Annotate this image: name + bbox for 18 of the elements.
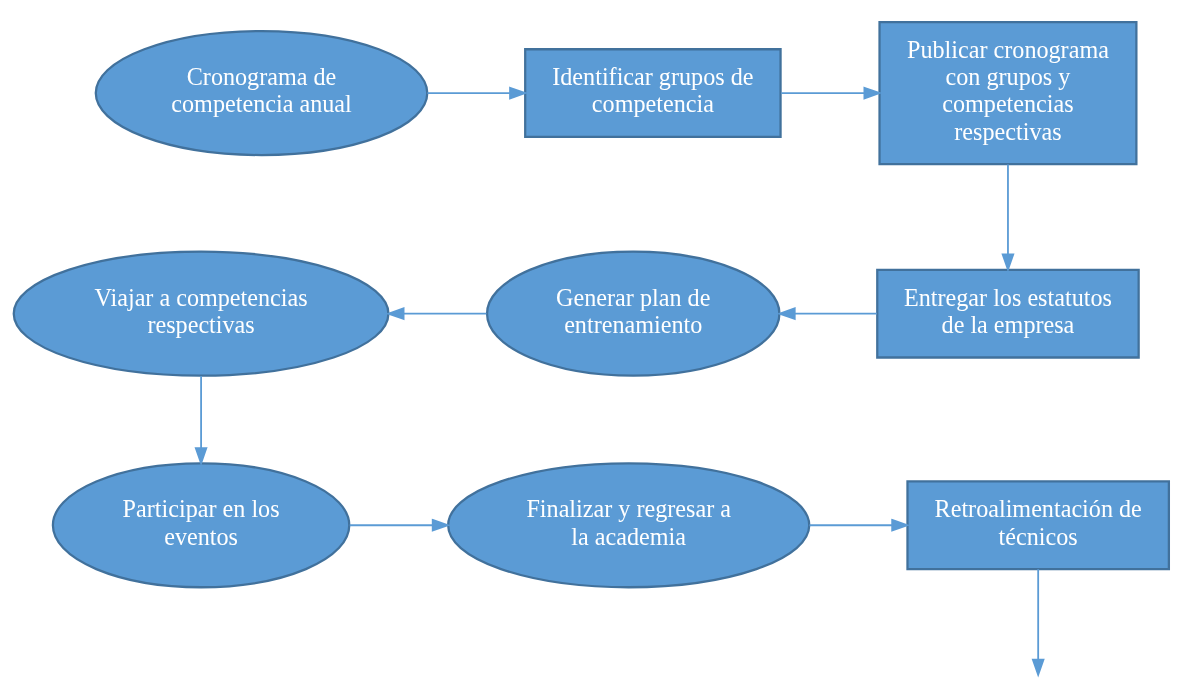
arrow	[808, 518, 911, 532]
node-box: Identificar grupos de competencia	[524, 48, 782, 138]
node-ellipse: Participar en los eventos	[51, 462, 351, 589]
arrow	[776, 307, 878, 321]
arrow	[1001, 163, 1015, 273]
arrow	[194, 375, 208, 466]
node-box: Publicar cronograma con grupos y competencias respectivas	[878, 20, 1138, 166]
node-ellipse: Viajar a competencias respectivas	[12, 250, 390, 377]
node-ellipse: Finalizar y regresar a la academia	[447, 462, 811, 589]
arrow	[1031, 568, 1045, 678]
arrow	[385, 307, 488, 321]
arrow	[426, 86, 528, 100]
arrow	[780, 86, 883, 100]
node-box: Retroalimentación de técnicos	[906, 480, 1170, 571]
node-ellipse: Generar plan de entrenamiento	[485, 250, 781, 377]
node-ellipse: Cronograma de competencia anual	[94, 29, 429, 157]
node-box: Entregar los estatutos de la empresa	[876, 268, 1140, 359]
arrow	[348, 518, 451, 532]
